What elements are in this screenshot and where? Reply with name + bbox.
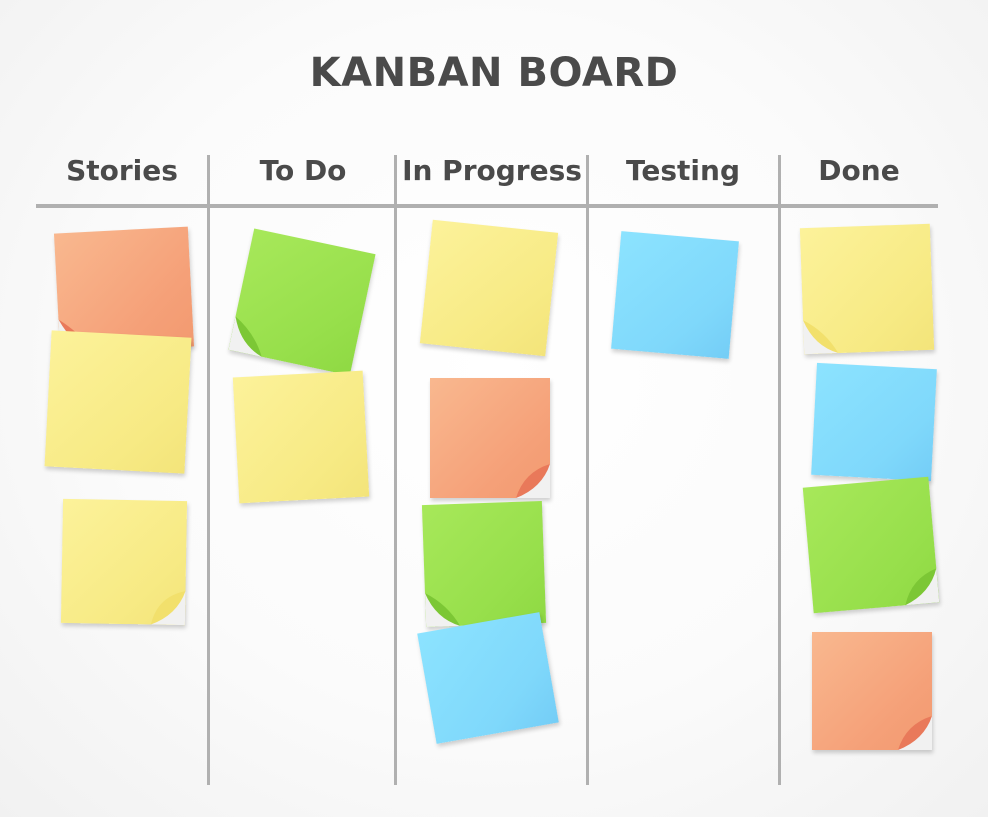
column-header-stories: Stories	[66, 154, 178, 187]
column-divider-2	[394, 155, 397, 785]
sticky-note-done-3[interactable]	[802, 476, 940, 614]
sticky-note-in-progress-1[interactable]	[419, 219, 559, 357]
page-curl-icon	[424, 593, 461, 628]
sticky-note-testing-1[interactable]	[611, 231, 739, 359]
sticky-note-stories-3[interactable]	[60, 498, 188, 626]
header-rule	[36, 204, 938, 208]
page-curl-icon	[905, 568, 940, 606]
sticky-note-done-1[interactable]	[799, 223, 935, 355]
board-title: KANBAN BOARD	[309, 50, 679, 96]
column-divider-3	[586, 155, 589, 785]
column-header-testing: Testing	[626, 154, 740, 187]
sticky-note-todo-2[interactable]	[232, 370, 370, 504]
sticky-note-done-2[interactable]	[811, 362, 937, 482]
sticky-note-done-4[interactable]	[812, 632, 932, 750]
page-curl-icon	[898, 716, 932, 750]
page-curl-icon	[516, 464, 550, 498]
sticky-note-todo-1[interactable]	[228, 228, 376, 376]
column-divider-4	[778, 155, 781, 785]
column-header-todo: To Do	[259, 154, 347, 187]
column-divider-1	[207, 155, 210, 785]
column-header-done: Done	[818, 154, 900, 187]
sticky-note-in-progress-2[interactable]	[430, 378, 550, 498]
page-curl-icon	[150, 591, 186, 626]
sticky-note-in-progress-3[interactable]	[421, 500, 547, 628]
sticky-note-stories-2[interactable]	[44, 330, 192, 474]
sticky-note-in-progress-4[interactable]	[417, 612, 559, 744]
page-curl-icon	[228, 316, 262, 357]
page-curl-icon	[803, 320, 839, 355]
column-header-in-progress: In Progress	[402, 154, 582, 187]
